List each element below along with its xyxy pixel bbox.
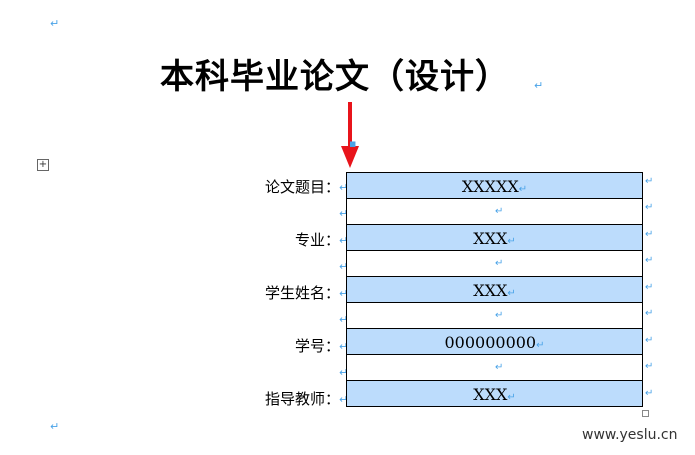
red-arrow-down-icon bbox=[341, 102, 359, 168]
end-of-row-mark: ↵ bbox=[645, 308, 654, 319]
table-row-spacer[interactable]: ↵ bbox=[347, 354, 642, 380]
end-of-row-mark: ↵ bbox=[645, 202, 654, 213]
paragraph-mark: ↵ bbox=[495, 206, 504, 217]
paragraph-mark: ↵ bbox=[50, 420, 60, 433]
paragraph-mark: ↵ bbox=[518, 184, 528, 195]
paragraph-mark: ↵ bbox=[507, 392, 516, 403]
paragraph-mark: ↵ bbox=[339, 207, 349, 220]
paragraph-mark: ↵ bbox=[339, 287, 349, 300]
end-of-row-mark: ↵ bbox=[645, 255, 654, 266]
paragraph-mark: ↵ bbox=[534, 79, 544, 92]
major-value[interactable]: XXX bbox=[473, 229, 508, 248]
student-id-value[interactable]: 000000000 bbox=[444, 333, 537, 352]
label-advisor: 指导教师： bbox=[264, 390, 340, 408]
end-of-row-mark: ↵ bbox=[645, 335, 654, 346]
paragraph-mark: ↵ bbox=[536, 340, 545, 351]
cursor-mark: ▪ bbox=[349, 137, 357, 150]
paragraph-mark: ↵ bbox=[339, 234, 349, 247]
paragraph-mark: ↵ bbox=[507, 236, 516, 247]
paragraph-mark: ↵ bbox=[495, 362, 504, 373]
thesis-title-value[interactable]: XXXXX bbox=[461, 177, 519, 196]
label-major: 专业： bbox=[294, 231, 340, 249]
paragraph-mark: ↵ bbox=[495, 310, 504, 321]
table-row-thesis-title[interactable]: XXXXX↵ bbox=[347, 172, 642, 198]
paragraph-mark: ↵ bbox=[339, 260, 349, 273]
end-of-row-mark: ↵ bbox=[645, 388, 654, 399]
table-row-major[interactable]: XXX↵ bbox=[347, 224, 642, 250]
info-table: XXXXX↵ ↵ XXX↵ ↵ XXX↵ ↵ 000000000↵ ↵ XXX↵ bbox=[346, 172, 643, 407]
paragraph-mark: ↵ bbox=[50, 17, 60, 30]
table-row-student-id[interactable]: 000000000↵ bbox=[347, 328, 642, 354]
advisor-value[interactable]: XXX bbox=[473, 385, 508, 404]
end-of-row-mark: ↵ bbox=[645, 229, 654, 240]
label-student-name: 学生姓名： bbox=[264, 284, 340, 302]
table-row-student-name[interactable]: XXX↵ bbox=[347, 276, 642, 302]
student-name-value[interactable]: XXX bbox=[473, 281, 508, 300]
document-title[interactable]: 本科毕业论文（设计） bbox=[160, 57, 510, 97]
paragraph-mark: ↵ bbox=[339, 340, 349, 353]
label-thesis-title: 论文题目： bbox=[264, 178, 340, 196]
table-row-spacer[interactable]: ↵ bbox=[347, 302, 642, 328]
table-move-handle-icon[interactable]: + bbox=[37, 159, 49, 171]
paragraph-mark: ↵ bbox=[339, 181, 349, 194]
paragraph-mark: ↵ bbox=[339, 313, 349, 326]
table-resize-handle-icon[interactable] bbox=[642, 410, 649, 417]
table-row-spacer[interactable]: ↵ bbox=[347, 250, 642, 276]
end-of-row-mark: ↵ bbox=[645, 176, 654, 187]
table-row-spacer[interactable]: ↵ bbox=[347, 198, 642, 224]
paragraph-mark: ↵ bbox=[507, 288, 516, 299]
label-student-id: 学号： bbox=[294, 337, 340, 355]
paragraph-mark: ↵ bbox=[339, 393, 349, 406]
watermark-text: www.yeslu.cn bbox=[582, 427, 678, 443]
paragraph-mark: ↵ bbox=[495, 258, 504, 269]
paragraph-mark: ↵ bbox=[339, 366, 349, 379]
table-row-advisor[interactable]: XXX↵ bbox=[347, 380, 642, 406]
end-of-row-mark: ↵ bbox=[645, 282, 654, 293]
end-of-row-mark: ↵ bbox=[645, 361, 654, 372]
